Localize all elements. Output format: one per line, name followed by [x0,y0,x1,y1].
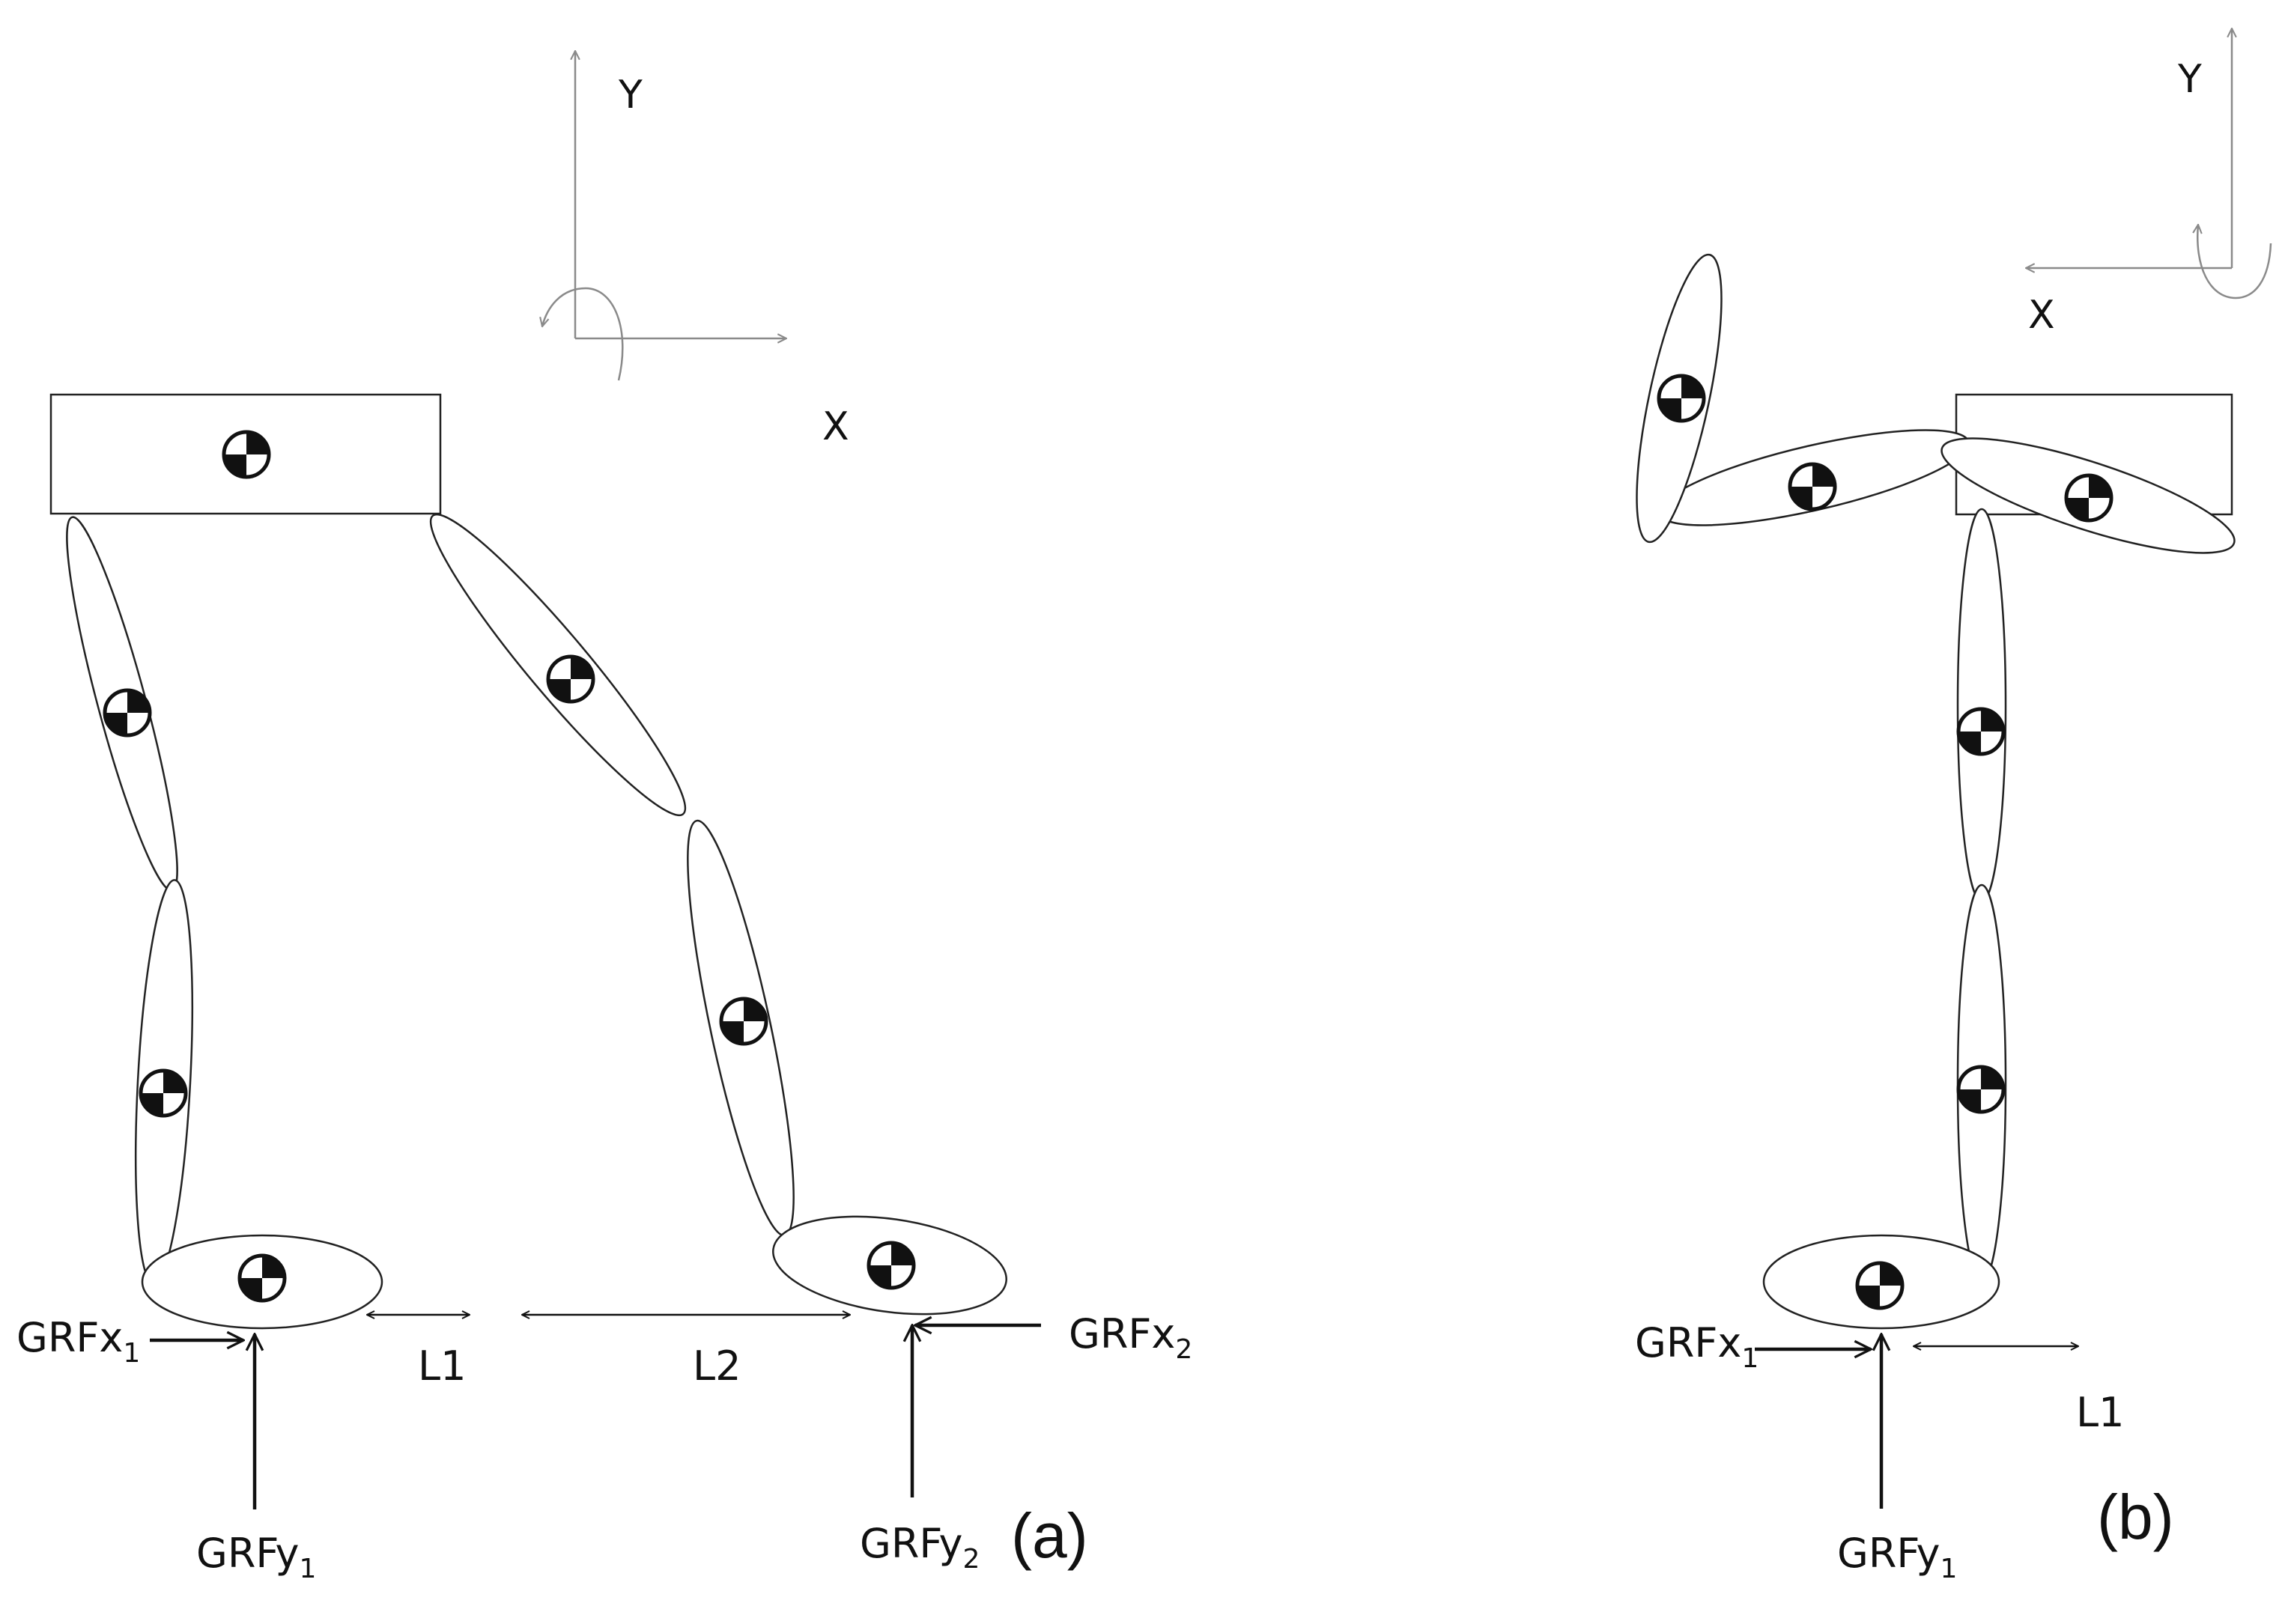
panel-b-stance-thigh-segment [1956,508,2007,903]
panel-a-left-shank-com-icon [141,1071,186,1116]
panel-a-l1-label: L1 [418,1342,466,1390]
panel-a-rotation-arrow-icon [542,287,624,381]
panel-a-grfy1-label: GRFy1 [196,1530,316,1584]
panel-a-grfx2-label: GRFx2 [1069,1310,1192,1365]
panel-a-y-axis-label: Y [618,73,643,118]
panel-b-swing-foot-com-icon [2066,475,2111,520]
panel-b-stance-foot-com-icon [1857,1263,1902,1308]
panel-b: Y X GRFx1 GRFy1 L1 (b) [1635,28,2272,1584]
panel-a-right-thigh-com-icon [548,657,593,702]
panel-b-rotation-arrow-icon [2197,225,2272,299]
panel-a: Y X GRFx1 GRFy1 [16,51,1192,1584]
panel-b-x-axis-label: X [2028,293,2055,338]
panel-b-swing-shank-com-icon [1659,376,1704,421]
panel-a-x-axis-label: X [822,404,849,449]
panel-a-right-shank-com-icon [721,999,766,1044]
panel-b-swing-thigh-com-icon [1790,464,1835,509]
panel-a-left-foot-com-icon [240,1256,285,1301]
panel-b-axes: Y X [2026,28,2272,338]
panel-a-grfy2-label: GRFy2 [860,1520,980,1575]
panel-b-stance-thigh-com-icon [1958,709,2003,754]
panel-a-pelvis-com-icon [224,432,269,477]
panel-a-l2-label: L2 [693,1342,741,1390]
panel-a-grfx1-label: GRFx1 [16,1314,140,1369]
panel-a-label: (a) [1011,1500,1088,1571]
panel-b-l1-label: L1 [2076,1389,2124,1436]
panel-b-y-axis-label: Y [2177,57,2202,102]
panel-b-stance-shank-com-icon [1958,1067,2003,1112]
panel-a-right-foot-com-icon [869,1243,914,1288]
panel-a-axes: Y X [542,51,849,449]
panel-a-left-thigh-com-icon [105,690,150,735]
panel-b-grfx1-label: GRFx1 [1635,1319,1759,1374]
panel-b-grfy1-label: GRFy1 [1837,1530,1957,1584]
panel-b-label: (b) [2097,1482,2174,1552]
